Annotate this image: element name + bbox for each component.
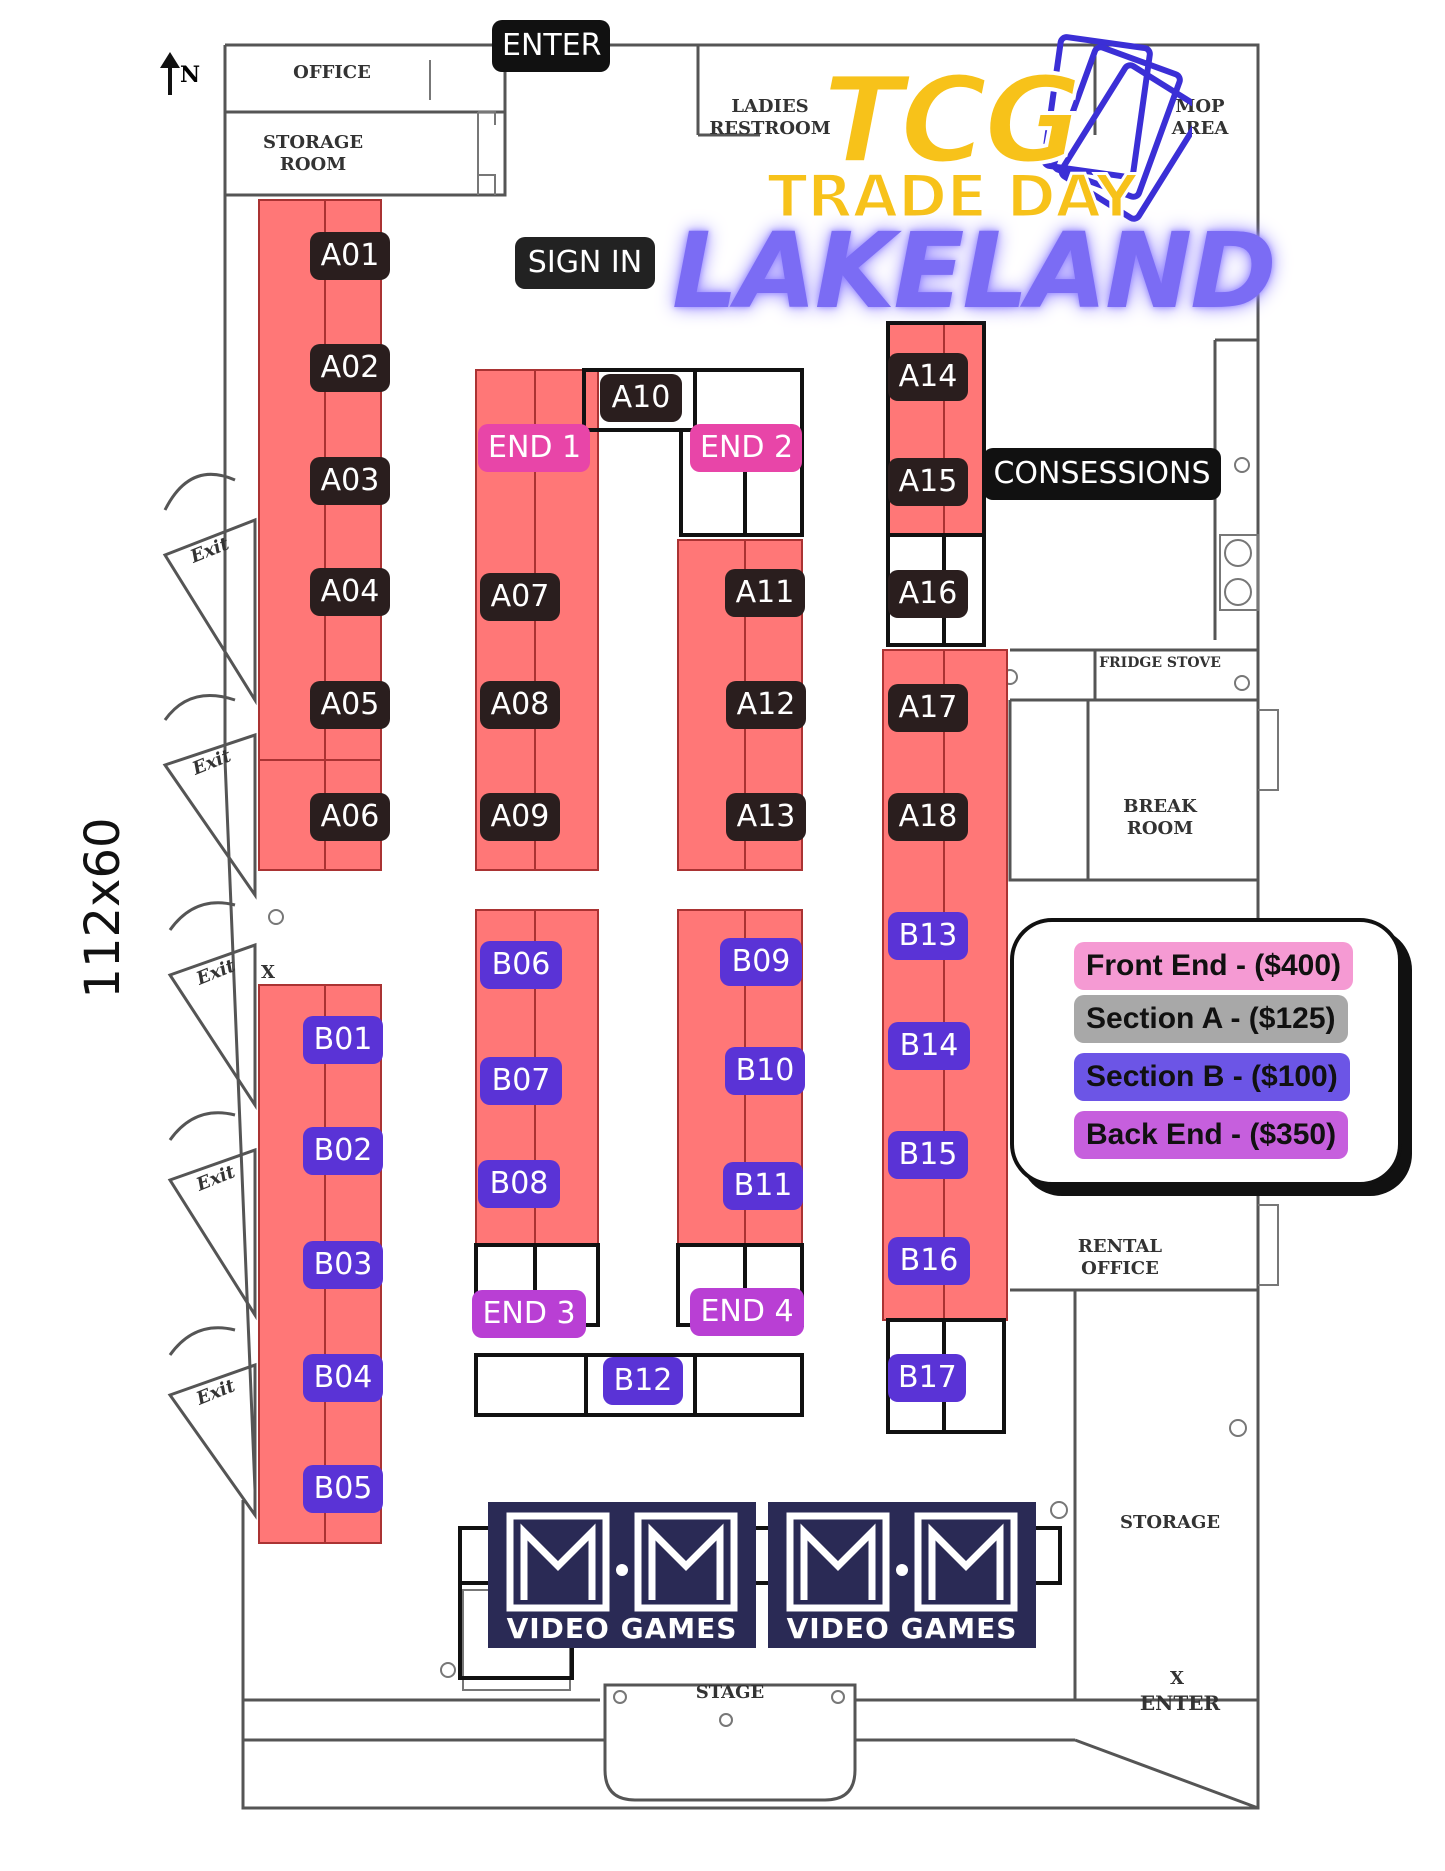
room-ladies-restroom: LADIES RESTROOM	[709, 96, 831, 139]
sponsor-logo: VIDEO GAMES	[768, 1502, 1036, 1648]
concessions-label: CONSESSIONS	[983, 448, 1221, 500]
building-walls	[223, 43, 1260, 1810]
logo-tcg: TCG	[820, 50, 1084, 193]
booth-A13[interactable]: A13	[726, 793, 806, 841]
booth-B07[interactable]: B07	[480, 1057, 562, 1105]
booth-B04[interactable]: B04	[303, 1354, 383, 1402]
booth-B17[interactable]: B17	[888, 1354, 966, 1402]
booth-B16[interactable]: B16	[888, 1237, 970, 1285]
booth-B08[interactable]: B08	[478, 1160, 560, 1208]
booth-end-1[interactable]: END 1	[478, 424, 590, 472]
booth-B11[interactable]: B11	[723, 1162, 803, 1210]
booth-B12[interactable]: B12	[603, 1357, 683, 1405]
booth-A16[interactable]: A16	[888, 570, 968, 618]
booth-A04[interactable]: A04	[310, 568, 390, 616]
booth-B06[interactable]: B06	[480, 941, 562, 989]
booth-B09[interactable]: B09	[720, 938, 802, 986]
booth-A14[interactable]: A14	[888, 353, 968, 401]
logo-trade-day: TRADE DAY	[765, 161, 1139, 234]
room-office: OFFICE	[293, 62, 371, 83]
booth-A07[interactable]: A07	[480, 573, 560, 621]
sponsor-subtitle: VIDEO GAMES	[506, 1612, 738, 1645]
booth-A12[interactable]: A12	[726, 681, 806, 729]
x-mark-left: X	[261, 962, 275, 983]
room-break-room: BREAK ROOM	[1123, 796, 1197, 839]
booth-A11[interactable]: A11	[725, 569, 805, 617]
booth-A18[interactable]: A18	[888, 793, 968, 841]
booth-B14[interactable]: B14	[888, 1022, 970, 1070]
booth-B15[interactable]: B15	[888, 1131, 968, 1179]
sponsor-subtitle: VIDEO GAMES	[786, 1612, 1018, 1645]
booth-A02[interactable]: A02	[310, 344, 390, 392]
mm-logo-icon	[506, 1512, 738, 1612]
room-storage-room: STORAGE ROOM	[262, 132, 364, 175]
legend-front-end: Front End - ($400)	[1074, 942, 1354, 990]
booth-A01[interactable]: A01	[310, 232, 390, 280]
room-stage: STAGE	[695, 1682, 765, 1703]
north-label: N	[180, 62, 201, 88]
interior-details	[268, 60, 1279, 1727]
room-fridge-stove: FRIDGE STOVE	[1099, 655, 1221, 671]
legend-back-end: Back End - ($350)	[1074, 1111, 1349, 1159]
room-enter-bottom: ENTER	[1139, 1691, 1221, 1715]
venue-dimension-label: 112x60	[75, 817, 131, 999]
booth-A08[interactable]: A08	[480, 681, 560, 729]
booth-A10[interactable]: A10	[600, 374, 682, 422]
booth-B05[interactable]: B05	[303, 1465, 383, 1513]
booth-end-2[interactable]: END 2	[690, 424, 802, 472]
booth-B02[interactable]: B02	[303, 1127, 383, 1175]
booth-B13[interactable]: B13	[888, 912, 968, 960]
logo-lakeland: LAKELAND	[672, 210, 1277, 332]
sponsor-logo: VIDEO GAMES	[488, 1502, 756, 1648]
booth-A15[interactable]: A15	[888, 458, 968, 506]
enter-label: ENTER	[492, 20, 610, 72]
cards-icon	[1041, 34, 1192, 222]
booth-A06[interactable]: A06	[310, 793, 390, 841]
price-legend: Front End - ($400) Section A - ($125) Se…	[1010, 918, 1402, 1186]
booth-A03[interactable]: A03	[310, 457, 390, 505]
legend-section-b: Section B - ($100)	[1074, 1053, 1350, 1101]
booth-B10[interactable]: B10	[725, 1047, 805, 1095]
room-storage: STORAGE	[1119, 1512, 1221, 1533]
booth-end-3[interactable]: END 3	[472, 1290, 586, 1338]
booth-A17[interactable]: A17	[888, 684, 968, 732]
exit-doors	[162, 472, 257, 1520]
booth-A05[interactable]: A05	[310, 681, 390, 729]
booth-end-4[interactable]: END 4	[690, 1288, 804, 1336]
sign-in-label: SIGN IN	[515, 237, 655, 289]
booth-B03[interactable]: B03	[303, 1241, 383, 1289]
north-arrow	[160, 52, 180, 95]
room-rental-office: RENTAL OFFICE	[1077, 1236, 1163, 1279]
mm-logo-icon	[786, 1512, 1018, 1612]
booth-B01[interactable]: B01	[303, 1016, 383, 1064]
x-mark-bottom: X	[1170, 1668, 1184, 1689]
legend-section-a: Section A - ($125)	[1074, 995, 1348, 1043]
booth-A09[interactable]: A09	[480, 793, 560, 841]
event-logo: TCG TRADE DAY LAKELAND	[672, 32, 1277, 332]
